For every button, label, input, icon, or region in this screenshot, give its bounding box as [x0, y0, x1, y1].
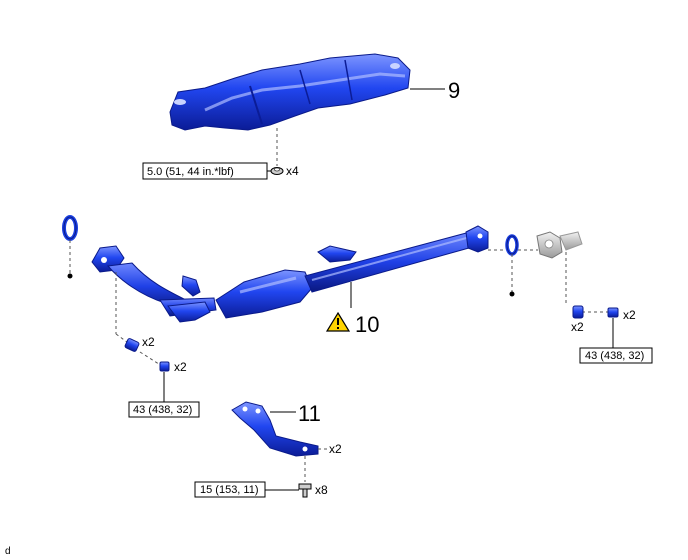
- part-number-10: 10: [355, 312, 379, 337]
- bracket-bolt-icon: [298, 483, 312, 498]
- qty-bracket-bolts: x8: [315, 483, 328, 497]
- rear-gasket-icon: [505, 234, 519, 256]
- heat-insulator-nut-icon: [270, 167, 284, 175]
- qty-bracket-nuts: x2: [329, 442, 342, 456]
- torque-bracket-bolts: 15 (153, 11): [200, 484, 259, 496]
- front-gasket-icon: [62, 215, 78, 241]
- front-exhaust-pipe: [91, 225, 489, 323]
- front-reference-dot: [67, 273, 73, 279]
- torque-box-front: [128, 401, 200, 418]
- front-bolt-icon: [159, 361, 170, 372]
- torque-box-rear: [579, 347, 653, 364]
- corner-mark: d: [5, 546, 11, 557]
- rear-nut-icon: [572, 305, 584, 319]
- torque-front-bolts: 43 (438, 32): [133, 404, 192, 416]
- part-number-11: 11: [298, 401, 321, 426]
- qty-rear-nuts: x2: [571, 320, 584, 334]
- torque-rear-bolts: 43 (438, 32): [585, 350, 644, 362]
- heat-insulator: [169, 53, 411, 131]
- qty-rear-bolts: x2: [623, 308, 636, 322]
- part-number-9: 9: [448, 78, 460, 103]
- torque-box-bracket: [194, 481, 266, 498]
- support-bracket: [231, 401, 319, 457]
- qty-front-bolts: x2: [174, 360, 187, 374]
- rear-bolt-icon: [607, 307, 619, 318]
- tail-pipe-flange: [536, 231, 583, 259]
- rear-reference-dot: [509, 291, 515, 297]
- warning-triangle-icon: [325, 311, 351, 332]
- qty-front-nuts: x2: [142, 335, 155, 349]
- torque-heat-insulator: 5.0 (51, 44 in.*lbf): [147, 166, 234, 178]
- front-nut-icon: [124, 338, 140, 352]
- qty-heat-insulator-nuts: x4: [286, 164, 299, 178]
